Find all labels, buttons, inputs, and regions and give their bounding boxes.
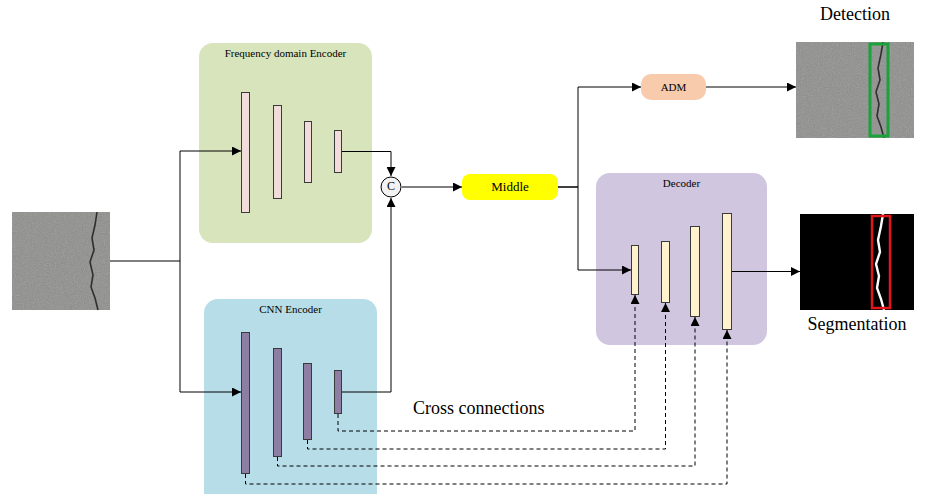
skip-connection: [308, 303, 666, 449]
feature-bar: [631, 245, 639, 295]
asphalt-texture: [12, 212, 110, 310]
output-title: Segmentation: [808, 314, 907, 335]
feature-bar: [241, 92, 250, 213]
decoder-panel: Decoder: [596, 173, 767, 345]
crack-line: [90, 212, 98, 310]
crack-mask: [876, 214, 884, 310]
asphalt-image: [796, 42, 914, 138]
feature-bar: [303, 363, 312, 440]
flow-arrow: [402, 187, 462, 188]
output-image: Detection: [796, 4, 914, 138]
block-title: ADM: [661, 81, 687, 94]
circle-outline: [381, 177, 401, 197]
skip-connection: [246, 330, 728, 484]
process-box: ADM: [641, 74, 706, 100]
asphalt-image: [12, 212, 110, 310]
flow-arrow: [558, 87, 641, 187]
concat-circle: C: [380, 176, 402, 198]
output-illustration: [796, 42, 914, 138]
block-title: Frequency domain Encoder: [225, 47, 347, 60]
annotation-label: Cross connections: [413, 398, 544, 419]
operator-symbol: C: [387, 180, 395, 194]
segmentation-box: [872, 216, 890, 308]
input-arrow: [180, 392, 241, 393]
block-title: Middle: [491, 180, 529, 195]
output-illustration: [800, 214, 914, 310]
detection-box: [870, 44, 888, 136]
feature-bar: [304, 121, 312, 183]
input-wire: [110, 151, 180, 392]
skip-connection: [338, 295, 635, 431]
feature-bar: [334, 130, 342, 173]
mask-image: [800, 214, 914, 310]
flow-arrow: [342, 198, 391, 392]
encoder-panel: CNN Encoder: [204, 299, 377, 494]
flow-arrow: [342, 152, 391, 177]
asphalt-texture: [796, 42, 914, 138]
crack-line: [876, 42, 884, 138]
block-title: CNN Encoder: [259, 303, 322, 316]
block-title: Decoder: [663, 177, 700, 190]
flow-arrow: [732, 271, 800, 272]
encoder-panel: Frequency domain Encoder: [199, 43, 372, 243]
feature-bar: [334, 370, 342, 414]
flow-arrow: [706, 87, 796, 88]
feature-bar: [273, 348, 282, 457]
skip-connection: [278, 317, 696, 466]
feature-bar: [722, 213, 732, 330]
output-title: Detection: [820, 4, 890, 25]
flow-arrow: [558, 187, 631, 270]
input-arrow: [180, 151, 241, 152]
feature-bar: [273, 105, 282, 199]
feature-bar: [661, 241, 670, 303]
feature-bar: [690, 226, 700, 317]
feature-bar: [241, 332, 250, 474]
process-box: Middle: [462, 174, 558, 200]
output-image: Segmentation: [800, 214, 914, 338]
